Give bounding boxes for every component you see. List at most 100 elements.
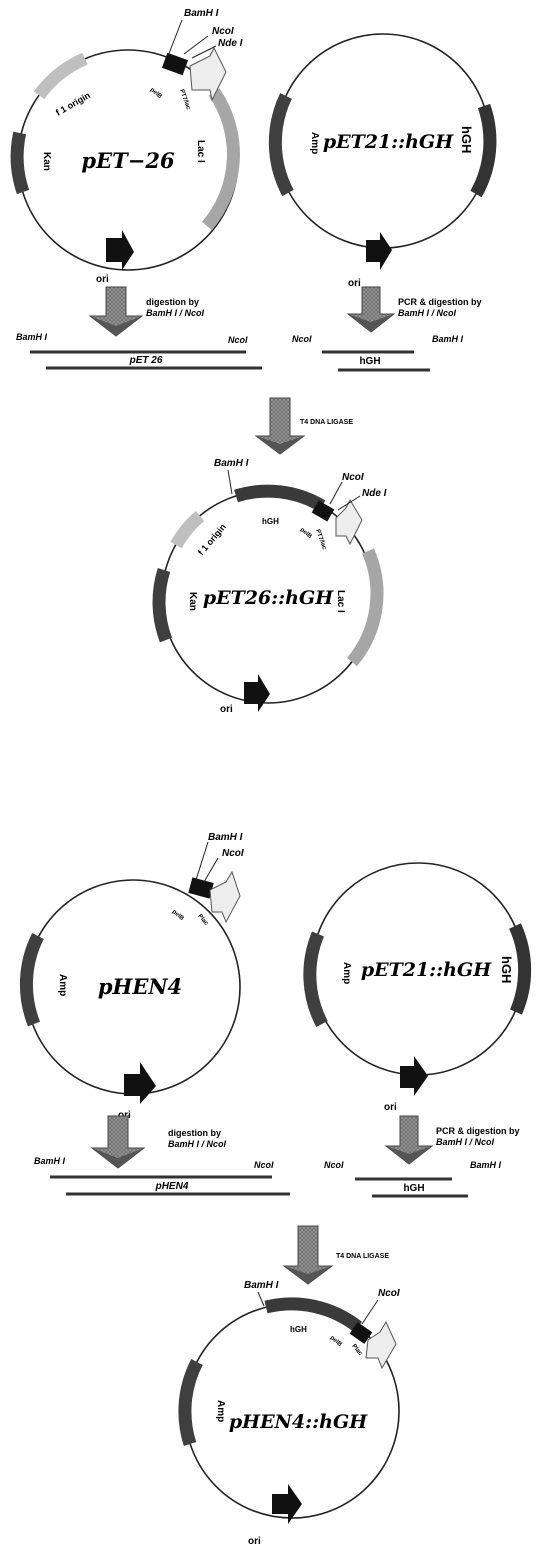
digestion-arrow-right: PCR & digestion by BamH I / NcoI bbox=[346, 286, 482, 333]
site-ncoi: NcoI bbox=[378, 1288, 400, 1299]
ori-label: ori bbox=[220, 704, 233, 715]
fragment-hgh: NcoI BamH I hGH bbox=[292, 334, 464, 372]
promoter-label: PT7/lac bbox=[178, 89, 191, 111]
pelb-label: pelB bbox=[299, 527, 313, 540]
plasmid-pet26-hgh: BamH I NcoI Nde I hGH pelB PT7/lac f 1 o… bbox=[152, 458, 387, 715]
pelb-block bbox=[349, 1322, 373, 1344]
digestion-arrow-left: digestion by BamH I / NcoI bbox=[88, 286, 205, 337]
promoter-arrow bbox=[189, 46, 227, 102]
fragment-end-left: BamH I bbox=[34, 1156, 66, 1166]
ori-arrow bbox=[106, 230, 134, 270]
ori-arrow bbox=[244, 674, 270, 712]
site-bamhi: BamH I bbox=[244, 1280, 279, 1291]
f1-origin-segment bbox=[33, 52, 88, 100]
fragment-phen4: BamH I NcoI pHEN4 bbox=[34, 1156, 290, 1196]
laci-label: Lac I bbox=[335, 590, 346, 613]
f1-origin-segment bbox=[170, 511, 205, 549]
fragment-label: pET 26 bbox=[129, 355, 163, 366]
digestion-line2: BamH I / NcoI bbox=[168, 1139, 227, 1149]
hgh-label: hGH bbox=[499, 956, 514, 983]
ori-label: ori bbox=[384, 1102, 397, 1113]
fragment-end-right: BamH I bbox=[470, 1160, 502, 1170]
digestion-line1: PCR & digestion by bbox=[398, 297, 482, 307]
site-bamhi: BamH I bbox=[208, 832, 243, 843]
hgh-label: hGH bbox=[459, 126, 474, 153]
kan-label: Kan bbox=[187, 592, 198, 611]
fragment-end-right: NcoI bbox=[254, 1160, 274, 1170]
ligase-arrow-bottom: T4 DNA LIGASE bbox=[282, 1225, 389, 1285]
pelb-label: pelB bbox=[171, 909, 185, 922]
ori-arrow bbox=[272, 1484, 302, 1524]
pelb-block bbox=[188, 877, 214, 899]
plasmid-name: pET26::hGH bbox=[203, 587, 334, 609]
ori-arrow bbox=[400, 1056, 428, 1096]
amp-label: Amp bbox=[215, 1400, 226, 1422]
digestion-line2: BamH I / NcoI bbox=[436, 1137, 495, 1147]
pelb-block bbox=[161, 52, 189, 76]
plasmid-pet26: BamH I NcoI Nde I pelB PT7/lac f 1 origi… bbox=[10, 8, 243, 285]
pelb-block bbox=[311, 500, 335, 522]
kan-segment bbox=[10, 131, 30, 195]
hgh-label: hGH bbox=[290, 1325, 307, 1334]
digestion-line2: BamH I / NcoI bbox=[398, 308, 457, 318]
plasmid-phen4: BamH I NcoI pelB Plac Amp pHEN4 ori bbox=[19, 832, 244, 1121]
amp-label: Amp bbox=[341, 962, 352, 984]
ori-arrow bbox=[124, 1062, 156, 1104]
digestion-line1: digestion by bbox=[146, 297, 199, 307]
plasmid-name: pET−26 bbox=[81, 148, 175, 173]
fragment-end-right: NcoI bbox=[228, 335, 248, 345]
fragment-label: hGH bbox=[403, 1183, 424, 1194]
site-ncoi: NcoI bbox=[222, 848, 244, 859]
digestion-line2: BamH I / NcoI bbox=[146, 308, 205, 318]
pelb-label: pelB bbox=[329, 1335, 343, 1348]
plasmid-pet21-hgh-top: Amp hGH pET21::hGH ori bbox=[268, 33, 497, 289]
fragment-end-left: NcoI bbox=[324, 1160, 344, 1170]
fragment-label: hGH bbox=[359, 356, 380, 367]
ligase-label: T4 DNA LIGASE bbox=[336, 1253, 389, 1260]
digestion-arrow-left: digestion by BamH I / NcoI bbox=[90, 1115, 227, 1169]
promoter-label: Plac bbox=[196, 913, 209, 927]
amp-segment bbox=[303, 931, 328, 1028]
f1-origin-label: f 1 origin bbox=[54, 90, 92, 118]
site-ncoi: NcoI bbox=[342, 472, 364, 483]
plasmid-phen4-hgh: BamH I NcoI hGH pelB Plac Amp pHEN4::hGH… bbox=[178, 1280, 400, 1547]
hgh-segment bbox=[264, 1297, 363, 1333]
digestion-arrow-right: PCR & digestion by BamH I / NcoI bbox=[384, 1115, 520, 1165]
amp-label: Amp bbox=[309, 132, 320, 154]
plasmid-name: pHEN4 bbox=[98, 974, 182, 999]
fragment-end-right: BamH I bbox=[432, 334, 464, 344]
laci-segment bbox=[346, 548, 384, 667]
plasmid-pet21-hgh-bottom: Amp hGH pET21::hGH ori bbox=[303, 862, 532, 1113]
promoter-arrow bbox=[209, 870, 241, 924]
digestion-line1: digestion by bbox=[168, 1128, 221, 1138]
kan-segment bbox=[152, 568, 173, 643]
plasmid-name: pET21::hGH bbox=[323, 131, 454, 153]
hgh-segment bbox=[470, 103, 497, 198]
pelb-label: pelB bbox=[149, 87, 163, 100]
fragment-end-left: BamH I bbox=[16, 332, 48, 342]
fragment-label: pHEN4 bbox=[155, 1181, 189, 1192]
fragment-end-left: NcoI bbox=[292, 334, 312, 344]
ligase-label: T4 DNA LIGASE bbox=[300, 419, 353, 426]
ori-label: ori bbox=[248, 1536, 261, 1547]
promoter-arrow bbox=[365, 1320, 397, 1370]
site-ndei: Nde I bbox=[362, 488, 387, 499]
f1-origin-label: f 1 origin bbox=[196, 522, 228, 558]
fragment-hgh: NcoI BamH I hGH bbox=[324, 1160, 502, 1198]
site-bamhi: BamH I bbox=[214, 458, 249, 469]
amp-segment bbox=[268, 93, 294, 197]
hgh-label: hGH bbox=[262, 517, 279, 526]
digestion-line1: PCR & digestion by bbox=[436, 1126, 520, 1136]
amp-segment bbox=[19, 933, 44, 1027]
hgh-segment bbox=[234, 484, 326, 512]
hgh-segment bbox=[509, 923, 532, 1015]
laci-label: Lac I bbox=[195, 140, 206, 163]
ligase-arrow-top: T4 DNA LIGASE bbox=[254, 397, 353, 455]
promoter-arrow bbox=[335, 498, 363, 546]
plasmid-name: pET21::hGH bbox=[361, 959, 492, 981]
promoter-label: Plac bbox=[350, 1343, 363, 1357]
plasmid-name: pHEN4::hGH bbox=[229, 1411, 368, 1433]
ori-label: ori bbox=[348, 278, 361, 289]
ori-label: ori bbox=[96, 274, 109, 285]
